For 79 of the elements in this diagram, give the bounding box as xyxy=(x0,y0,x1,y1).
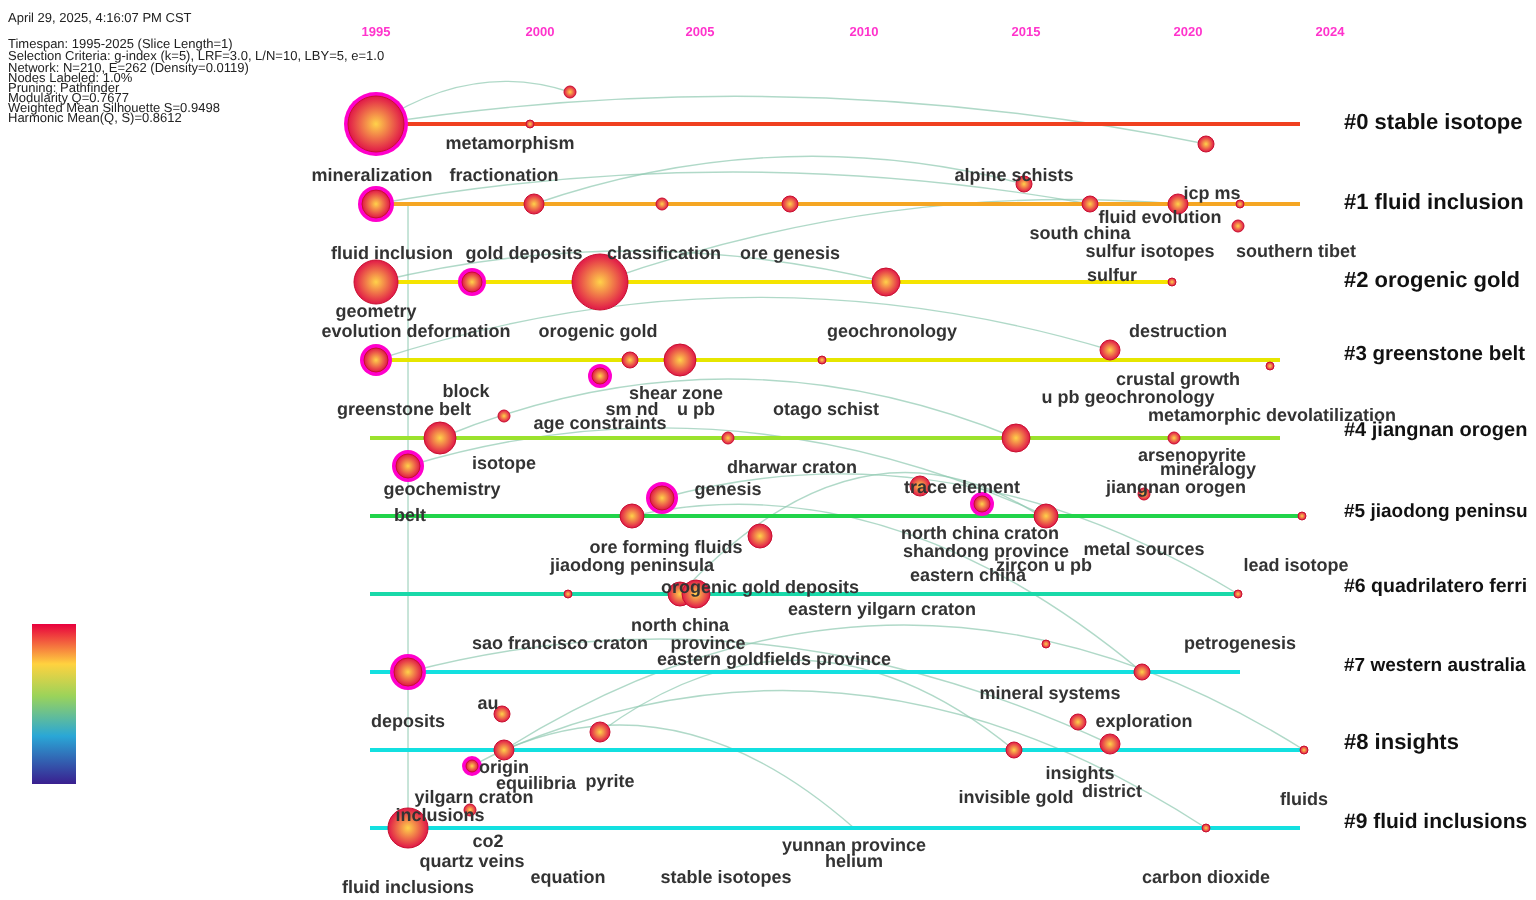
keyword-label: destruction xyxy=(1129,323,1227,341)
keyword-label: lead isotope xyxy=(1243,557,1349,575)
keyword-label: carbon dioxide xyxy=(1142,869,1270,887)
keyword-label: block xyxy=(442,383,490,401)
keyword-label: helium xyxy=(825,853,883,871)
keyword-label: sulfur isotopes xyxy=(1085,243,1215,261)
keyword-label: orogenic gold deposits xyxy=(661,579,859,597)
keyword-label: genesis xyxy=(694,481,762,499)
cluster-label: #9 fluid inclusions xyxy=(1344,811,1528,833)
keyword-label: sm nd xyxy=(605,401,659,419)
keyword-label: petrogenesis xyxy=(1183,635,1297,653)
keyword-label: age constraints xyxy=(533,415,667,433)
keyword-label: co2 xyxy=(472,833,504,851)
cluster-label: #1 fluid inclusion xyxy=(1344,193,1524,215)
keyword-label: north china xyxy=(631,617,729,635)
keyword-label: isotope xyxy=(472,455,536,473)
cluster-label: #3 greenstone belt xyxy=(1344,345,1526,367)
cluster-label: #2 orogenic gold xyxy=(1344,271,1521,293)
keyword-label: southern tibet xyxy=(1236,243,1356,261)
keyword-label: stable isotopes xyxy=(660,869,792,887)
cluster-label: #0 stable isotope xyxy=(1344,113,1523,135)
keyword-label: mineralization xyxy=(311,167,433,185)
keyword-label: arsenopyrite xyxy=(1137,447,1247,465)
keyword-label: jiangnan orogen xyxy=(1106,479,1246,497)
keyword-label: fractionation xyxy=(449,167,559,185)
keyword-label: evolution deformation xyxy=(321,323,511,341)
keyword-label: alpine schists xyxy=(954,167,1074,185)
keyword-label: quartz veins xyxy=(419,853,525,871)
keyword-label: sulfur xyxy=(1087,267,1137,285)
keyword-label: shandong province xyxy=(903,543,1069,561)
keyword-label: north china craton xyxy=(901,525,1059,543)
keyword-label: geochemistry xyxy=(383,481,501,499)
keyword-label: u pb geochronology xyxy=(1041,389,1215,407)
keyword-label: sao francisco craton xyxy=(471,635,649,653)
keyword-label: equation xyxy=(530,869,606,887)
keyword-label: eastern goldfields province xyxy=(656,651,892,669)
keyword-label: mineral systems xyxy=(979,685,1121,703)
cluster-label: #4 jiangnan orogen xyxy=(1344,422,1528,442)
keyword-label: district xyxy=(1082,783,1142,801)
keyword-label: geochronology xyxy=(827,323,957,341)
keyword-label: metal sources xyxy=(1083,541,1205,559)
keyword-label: exploration xyxy=(1095,713,1193,731)
keyword-label: fluid inclusion xyxy=(331,245,453,263)
keyword-label: south china xyxy=(1029,225,1131,243)
keyword-label: orogenic gold xyxy=(538,323,658,341)
keyword-label: fluids xyxy=(1280,791,1328,809)
keyword-label: greenstone belt xyxy=(337,401,471,419)
keyword-label: ore forming fluids xyxy=(589,539,743,557)
keyword-label: mineralogy xyxy=(1160,461,1256,479)
keyword-label: dharwar craton xyxy=(726,459,858,477)
keyword-label: fluid evolution xyxy=(1098,209,1222,227)
keyword-label: classification xyxy=(606,245,722,263)
keyword-label: yilgarn craton xyxy=(414,789,534,807)
keyword-label: jiaodong peninsula xyxy=(550,557,714,575)
keyword-label: au xyxy=(477,695,499,713)
keyword-label: metamorphism xyxy=(445,135,575,153)
cluster-label: #6 quadrilatero ferri xyxy=(1344,578,1528,598)
keyword-label: gold deposits xyxy=(465,245,583,263)
keyword-label: shear zone xyxy=(628,385,724,403)
keyword-label: province xyxy=(670,635,746,653)
keyword-label: eastern china xyxy=(909,567,1027,585)
keyword-label: icp ms xyxy=(1183,185,1241,203)
keyword-label: invisible gold xyxy=(958,789,1074,807)
cluster-label: #5 jiaodong peninsu xyxy=(1344,502,1528,522)
cluster-label: #8 insights xyxy=(1344,733,1459,755)
keyword-label: deposits xyxy=(371,713,445,731)
keyword-label: crustal growth xyxy=(1116,371,1240,389)
keyword-label: eastern yilgarn craton xyxy=(787,601,977,619)
keyword-label: insights xyxy=(1045,765,1115,783)
keyword-label: equilibria xyxy=(496,775,576,793)
keyword-label: geometry xyxy=(335,303,417,321)
keyword-label: metamorphic devolatilization xyxy=(1147,407,1397,425)
keyword-label: fluid inclusions xyxy=(342,879,474,897)
cluster-label: #7 western australia xyxy=(1344,656,1526,676)
keyword-label: yunnan province xyxy=(782,837,926,855)
keyword-label: ore genesis xyxy=(739,245,841,263)
keyword-label: otago schist xyxy=(773,401,879,419)
keyword-label: u pb xyxy=(677,401,715,419)
keyword-label: pyrite xyxy=(585,773,635,791)
